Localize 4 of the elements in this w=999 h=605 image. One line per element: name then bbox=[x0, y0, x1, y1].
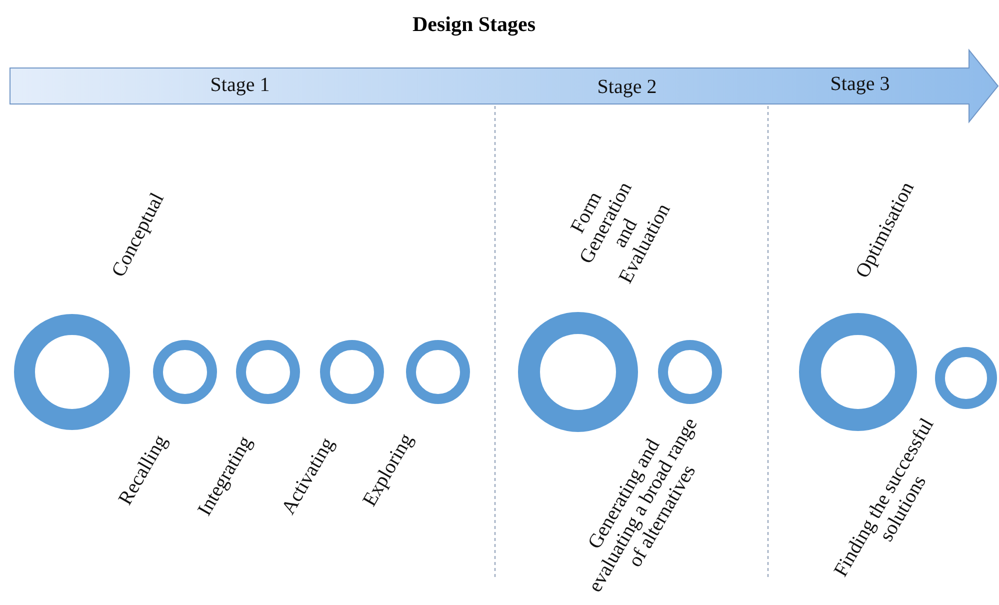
stage-label: Stage 3 bbox=[829, 73, 891, 95]
stage-label: Stage 1 bbox=[209, 74, 271, 96]
stage-label: Stage 2 bbox=[596, 76, 658, 98]
diagram-title: Design Stages bbox=[411, 12, 537, 37]
